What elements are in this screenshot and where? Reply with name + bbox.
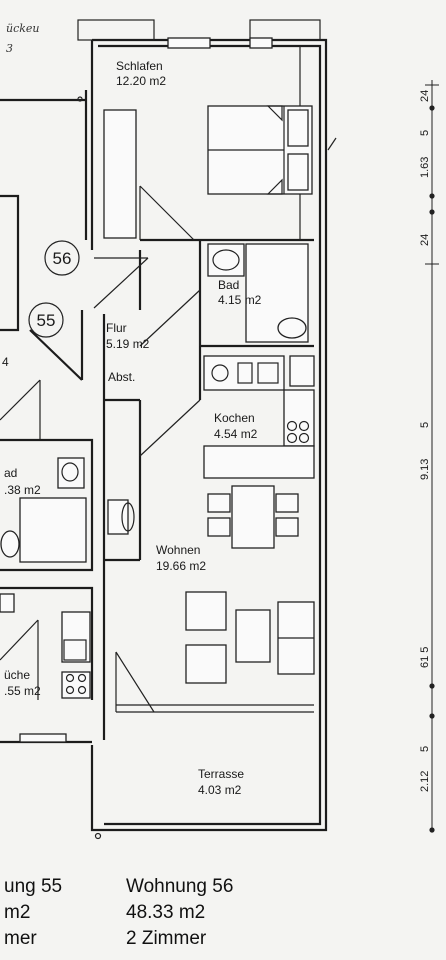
dimension-label: 5 [419, 130, 431, 136]
exterior-walls [77, 19, 328, 832]
door-swings [93, 185, 201, 713]
apartment-area: m2 [4, 902, 31, 923]
dimension-label: 24 [419, 234, 431, 246]
handwritten-note: ückeu [6, 22, 40, 35]
dimension-label: 24 [419, 90, 431, 102]
room-area-bad-55: .38 m2 [4, 483, 41, 497]
unit-number-56: 56 [53, 249, 72, 268]
room-name-wohnen: Wohnen [156, 543, 200, 557]
room-area-schlafen: 12.20 m2 [116, 74, 166, 88]
unit-marker-55: 55 [28, 302, 64, 338]
bathroom-fixtures [207, 243, 309, 343]
apartment-rooms: mer [4, 928, 37, 949]
room-area-bad: 4.15 m2 [218, 293, 262, 307]
room-name-flur: Flur [106, 321, 127, 335]
apartment-summary-56: Wohnung 56 48.33 m2 2 Zimmer [126, 874, 233, 952]
bedroom-furniture [103, 105, 313, 239]
room-area-kueche-55: .55 m2 [4, 684, 41, 698]
dimension-label: 5 [419, 422, 431, 428]
apartment-area: 48.33 m2 [126, 902, 206, 923]
room-area-wohnen: 19.66 m2 [156, 559, 206, 573]
kitchen-fixtures [203, 355, 315, 479]
dimension-label: 2.12 [419, 771, 431, 792]
apartment-summary-55: ung 55 m2 mer [4, 874, 62, 952]
dimension-chain: 24 5 1.63 24 5 9.13 61 5 5 2.12 [419, 80, 439, 833]
room-name-terrasse: Terrasse [198, 767, 244, 781]
apartment-rooms: 2 Zimmer [126, 928, 207, 949]
unit-marker-56: 56 [44, 240, 80, 276]
dimension-label: 5 [419, 746, 431, 752]
room-name-bad-55: ad [4, 466, 17, 480]
room-name-schlafen: Schlafen [116, 59, 163, 73]
dimension-label: 9.13 [419, 459, 431, 480]
handwritten-number: 3 [6, 42, 13, 55]
dimension-label: 61 5 [419, 647, 431, 668]
dimension-label: 1.63 [419, 157, 431, 178]
apartment-name: Wohnung 56 [126, 876, 234, 897]
room-area-terrasse: 4.03 m2 [198, 783, 242, 797]
dimension-ticks [425, 84, 439, 833]
room-area-flur: 5.19 m2 [106, 337, 150, 351]
room-name-bad: Bad [218, 278, 239, 292]
room-label-partial: 4 [2, 355, 9, 369]
room-name-abstellraum: Abst. [108, 370, 135, 384]
room-name-kueche-55: üche [4, 668, 30, 682]
unit-number-55: 55 [37, 311, 56, 330]
neighbour-unit-55 [0, 90, 102, 840]
apartment-name: ung 55 [4, 876, 63, 897]
room-name-kochen: Kochen [214, 411, 255, 425]
room-area-kochen: 4.54 m2 [214, 427, 258, 441]
living-furniture [107, 485, 315, 684]
